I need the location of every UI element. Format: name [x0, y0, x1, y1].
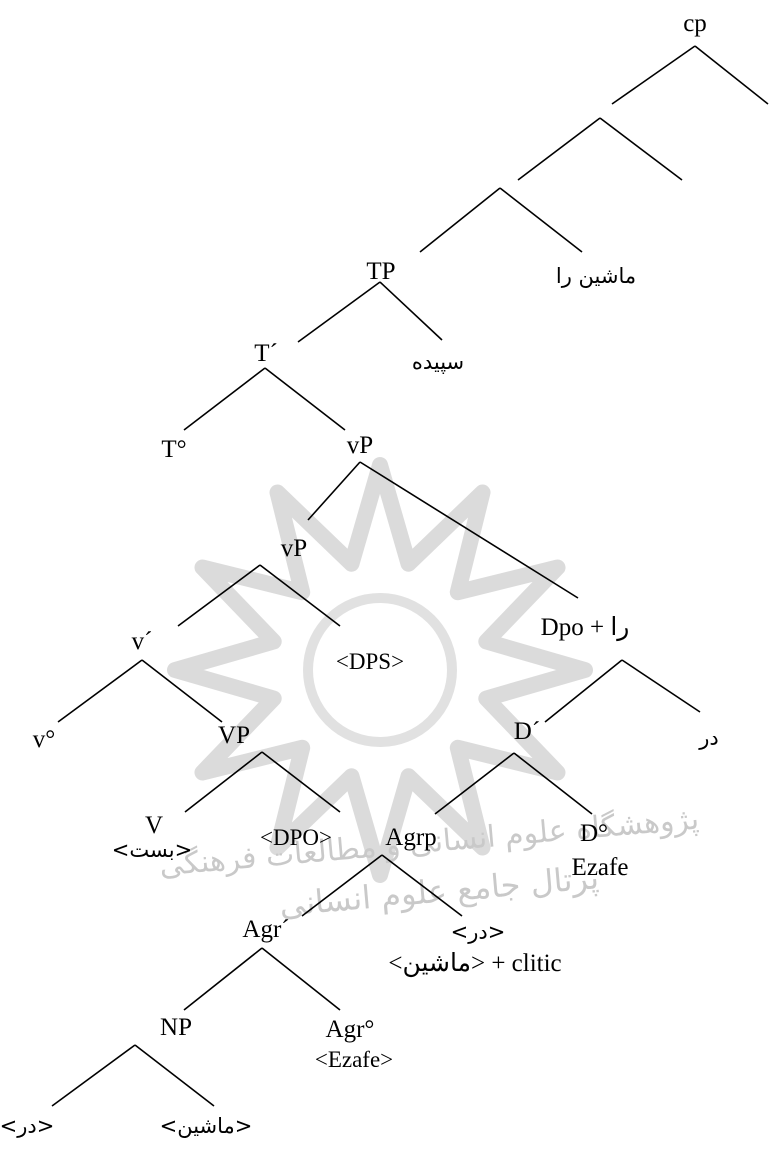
node-vp-top: vP — [346, 432, 374, 459]
branch-x-right — [499, 187, 583, 253]
branch-agrbar-right — [261, 947, 341, 1011]
node-np-dar: <در> — [0, 1114, 55, 1138]
node-dps-trace: <DPS> — [335, 649, 405, 674]
branch-tbar-right — [264, 367, 346, 431]
node-ezafe: Ezafe — [571, 854, 629, 881]
branch-dpo-right — [621, 659, 701, 713]
node-np-mashin: <ماشین> — [159, 1114, 253, 1138]
node-ezafe-trace: <Ezafe> — [314, 1047, 394, 1072]
node-v-head: v° — [32, 726, 56, 753]
node-agrp: Agrp — [385, 824, 437, 851]
branch-np-left — [51, 1044, 136, 1107]
branch-vp-inner-right — [259, 564, 341, 627]
branch-vp-top-right — [359, 461, 579, 599]
node-agr-head: Agr° — [325, 1016, 375, 1043]
node-clitic: <ماشین> + clitic — [388, 950, 562, 977]
branch-tp-right — [379, 281, 443, 341]
branch-dbar-right — [513, 752, 593, 815]
branch-dpo-left — [544, 659, 623, 723]
branch-vbar-right — [141, 659, 223, 723]
branch-cp-right — [694, 45, 769, 105]
branch-tp-left — [297, 281, 381, 343]
rosette-icon — [167, 457, 593, 883]
branch-x-left — [419, 187, 501, 253]
node-vp-inner: vP — [280, 535, 308, 562]
node-tp: TP — [366, 258, 396, 285]
node-cp: cp — [683, 10, 707, 37]
node-agr-bar: Agr´ — [242, 916, 290, 943]
node-dar-trace: <در> — [450, 920, 506, 944]
node-d-bar: D´ — [513, 718, 541, 745]
node-dar: در — [699, 726, 719, 750]
branch-vbar-left — [57, 659, 143, 723]
node-v-trace: <بست> — [111, 838, 193, 862]
branch-cbar-left — [517, 117, 601, 181]
branch-vp-big-left — [184, 751, 263, 813]
node-moved-object: ماشین را — [555, 264, 637, 288]
branch-vp-inner-left — [177, 564, 261, 627]
node-dpo-ra: Dpo + را — [540, 614, 630, 641]
node-big-v: V — [144, 812, 164, 839]
branch-np-right — [134, 1044, 215, 1107]
node-d-head: D° — [579, 820, 609, 847]
branch-vp-top-left — [307, 461, 361, 521]
node-vp-big: VP — [218, 722, 250, 749]
node-dpo-trace: <DPO> — [260, 825, 332, 850]
branch-tbar-left — [183, 367, 266, 431]
node-np: NP — [160, 1014, 192, 1041]
node-subject: سپیده — [411, 350, 465, 374]
node-t-head: T° — [161, 436, 187, 463]
branch-dbar-left — [434, 752, 515, 815]
branch-vp-big-right — [261, 751, 341, 813]
node-t-bar: T´ — [254, 340, 278, 367]
branch-cbar-right — [599, 117, 683, 181]
branch-agrbar-left — [183, 947, 263, 1011]
branch-cp-left — [611, 45, 696, 105]
rosette-inner-icon — [303, 593, 457, 747]
branch-agrp-left — [301, 854, 383, 917]
node-v-bar: v´ — [131, 628, 153, 655]
branch-agrp-right — [381, 854, 463, 917]
